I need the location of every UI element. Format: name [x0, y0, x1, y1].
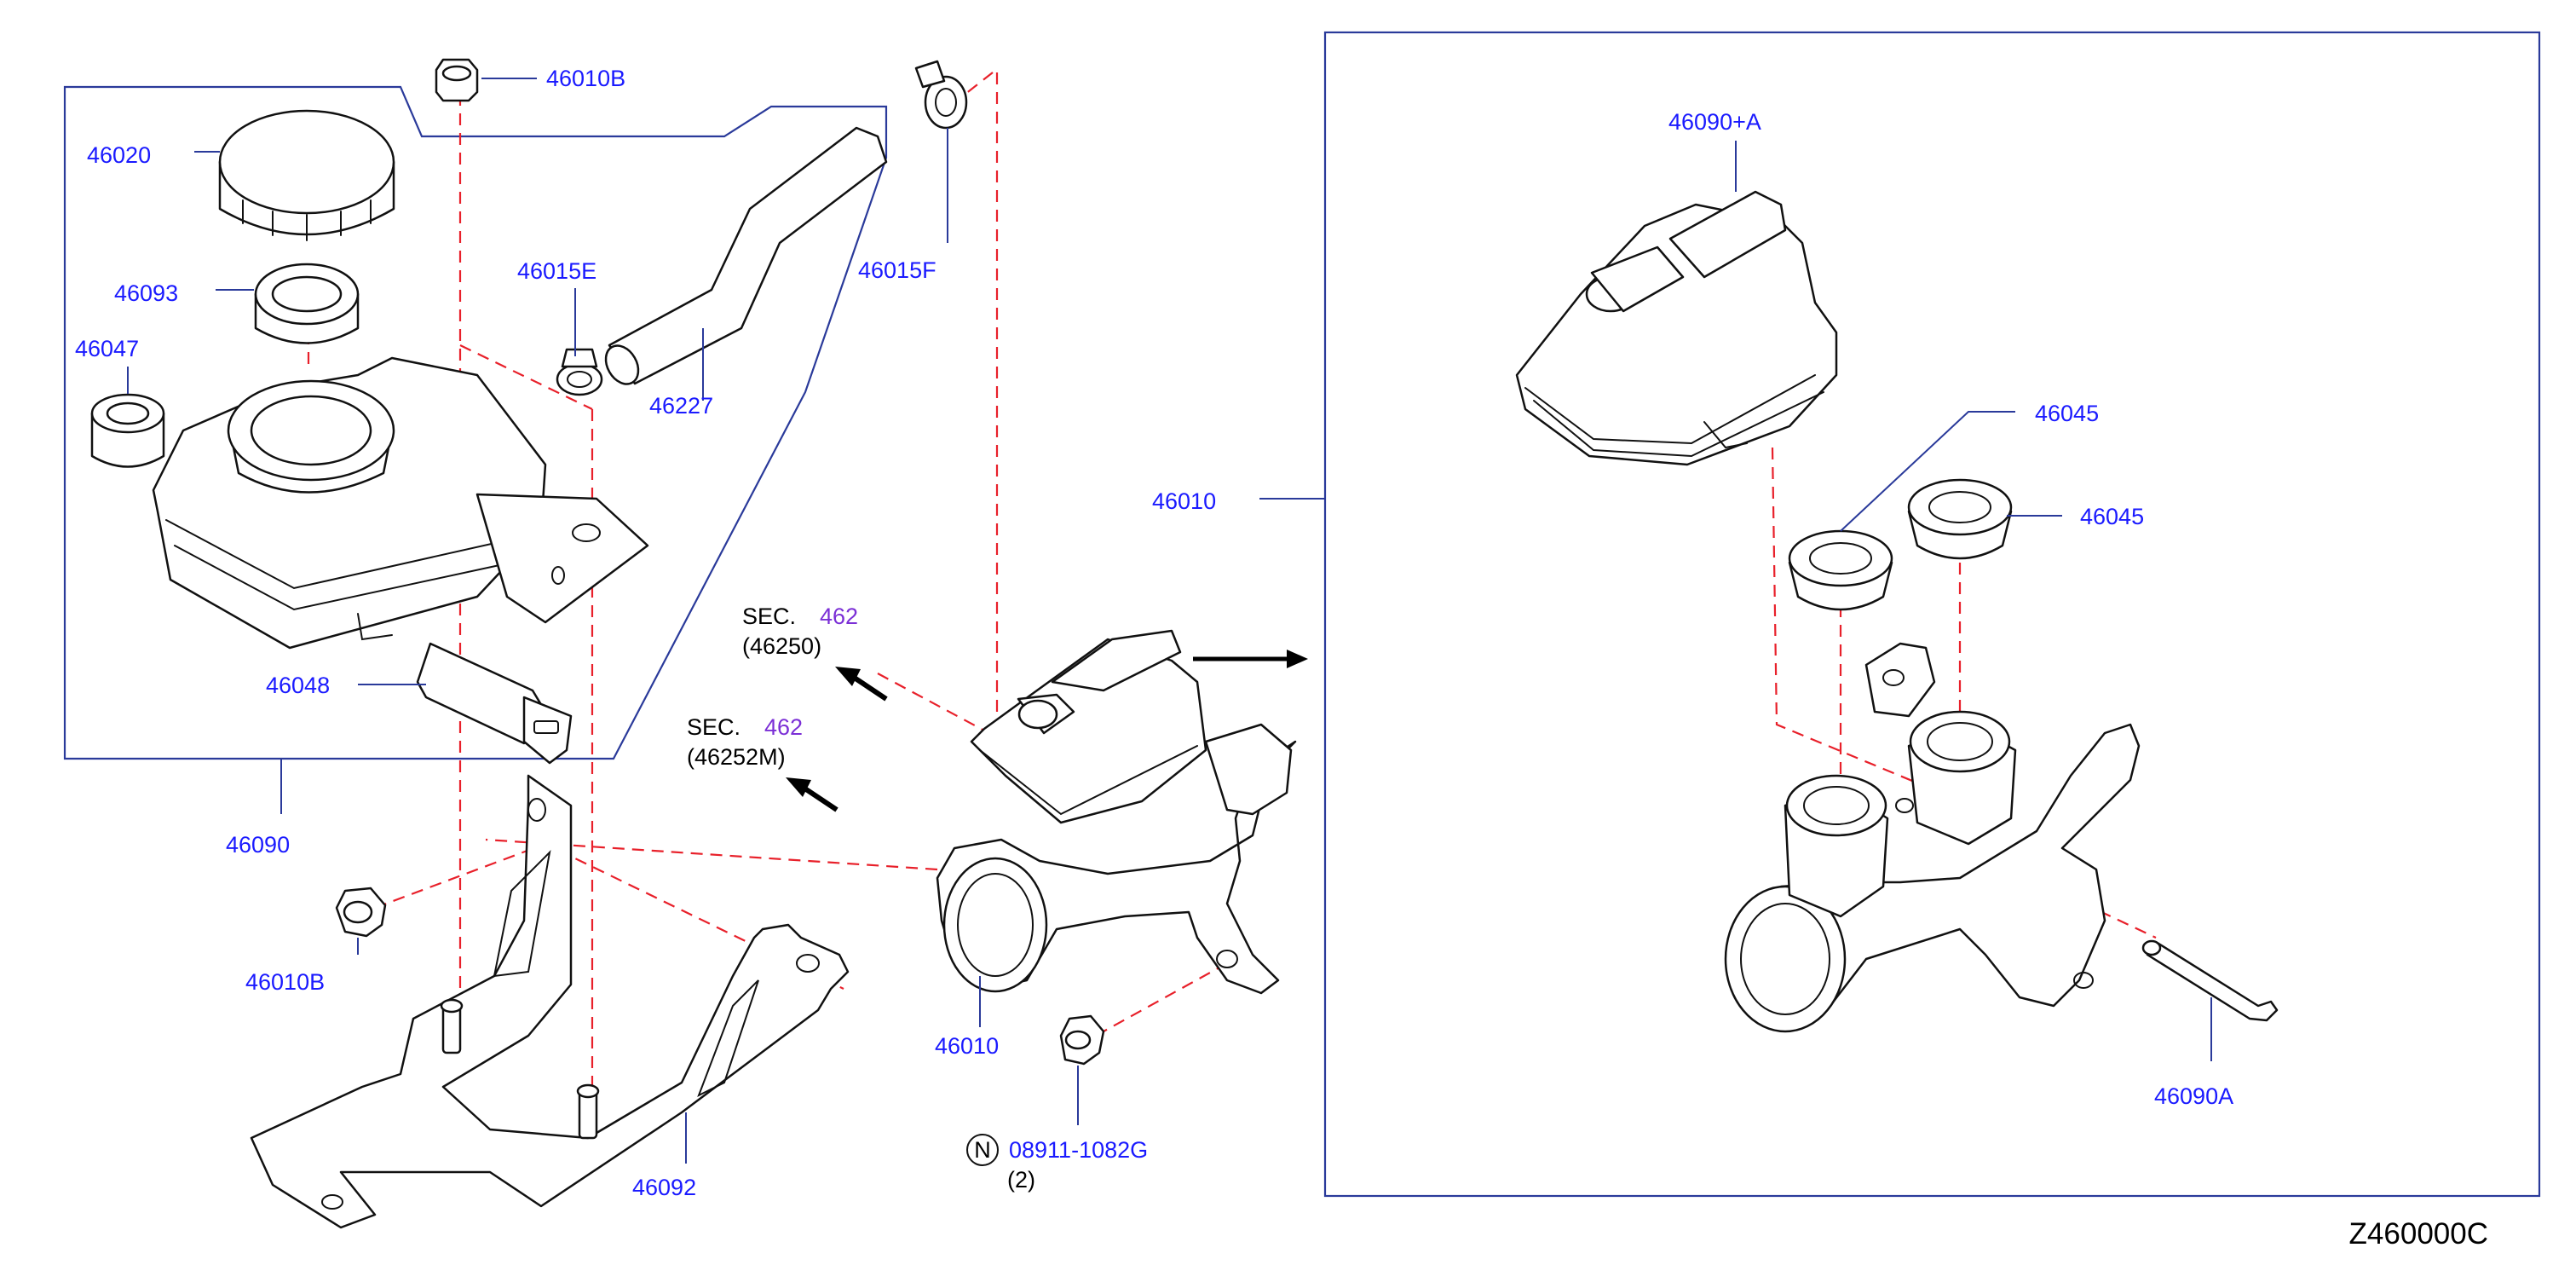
- leader-lines: [127, 78, 2212, 1164]
- nut-46010b-top: [435, 58, 479, 102]
- section-ref-1-part: (46250): [742, 633, 821, 659]
- mounting-nut-08911: [1059, 1014, 1105, 1066]
- reservoir-group-frame: [63, 85, 888, 760]
- label-46093: 46093: [114, 280, 178, 306]
- label-46020: 46020: [87, 142, 151, 168]
- reservoir-cap-46020: [218, 109, 395, 241]
- label-46015f: 46015F: [858, 257, 936, 283]
- label-46010-main: 46010: [935, 1033, 999, 1059]
- master-cylinder-main: [936, 629, 1297, 995]
- detail-seal-46045-a: [1788, 529, 1893, 611]
- section-ref-2-num: 462: [764, 714, 803, 740]
- label-46045-a: 46045: [2035, 401, 2099, 426]
- label-46047: 46047: [75, 336, 139, 361]
- label-46090a: 46090A: [2154, 1083, 2233, 1109]
- clamp-46015e: [556, 348, 603, 396]
- label-46010b-bottom: 46010B: [245, 969, 325, 995]
- detail-pin-46090a: [2141, 939, 2279, 1022]
- nut-46010b-bottom: [335, 887, 387, 938]
- label-46048: 46048: [266, 673, 330, 698]
- section-ref-2-sec: SEC.: [687, 714, 741, 740]
- detail-frame: [1323, 31, 2541, 1198]
- bracket-46092: [250, 774, 850, 1229]
- label-nut-qty: (2): [1007, 1167, 1035, 1193]
- section-ref-1-sec: SEC.: [742, 604, 796, 629]
- label-46227: 46227: [649, 393, 713, 419]
- grommet-46047: [90, 393, 165, 468]
- level-sensor-46048: [416, 642, 573, 765]
- clamp-46015f: [914, 60, 968, 130]
- diagram-code: Z460000C: [2349, 1217, 2488, 1251]
- label-46090: 46090: [226, 832, 290, 858]
- hose-46227: [604, 126, 888, 385]
- label-46090-plus-a: 46090+A: [1668, 109, 1761, 135]
- section-ref-2-part: (46252M): [687, 744, 786, 770]
- direction-arrows: [786, 650, 1308, 812]
- detail-cylinder-body: [1724, 642, 2141, 1033]
- nut-symbol-circle: [966, 1134, 999, 1166]
- label-46045-b: 46045: [2080, 504, 2144, 529]
- label-46010b-top: 46010B: [546, 66, 625, 91]
- label-46015e: 46015E: [517, 258, 596, 284]
- label-46010-detail: 46010: [1152, 488, 1216, 514]
- strainer-46093: [254, 263, 360, 344]
- label-08911-1082g: 08911-1082G: [1009, 1137, 1148, 1163]
- nut-symbol-letter: N: [974, 1137, 991, 1163]
- detail-seal-46045-b: [1907, 478, 2013, 560]
- label-46092: 46092: [632, 1175, 696, 1200]
- section-ref-1-num: 462: [820, 604, 858, 629]
- reservoir-tank: [152, 356, 649, 650]
- detail-reservoir-adapter: [1515, 190, 1838, 466]
